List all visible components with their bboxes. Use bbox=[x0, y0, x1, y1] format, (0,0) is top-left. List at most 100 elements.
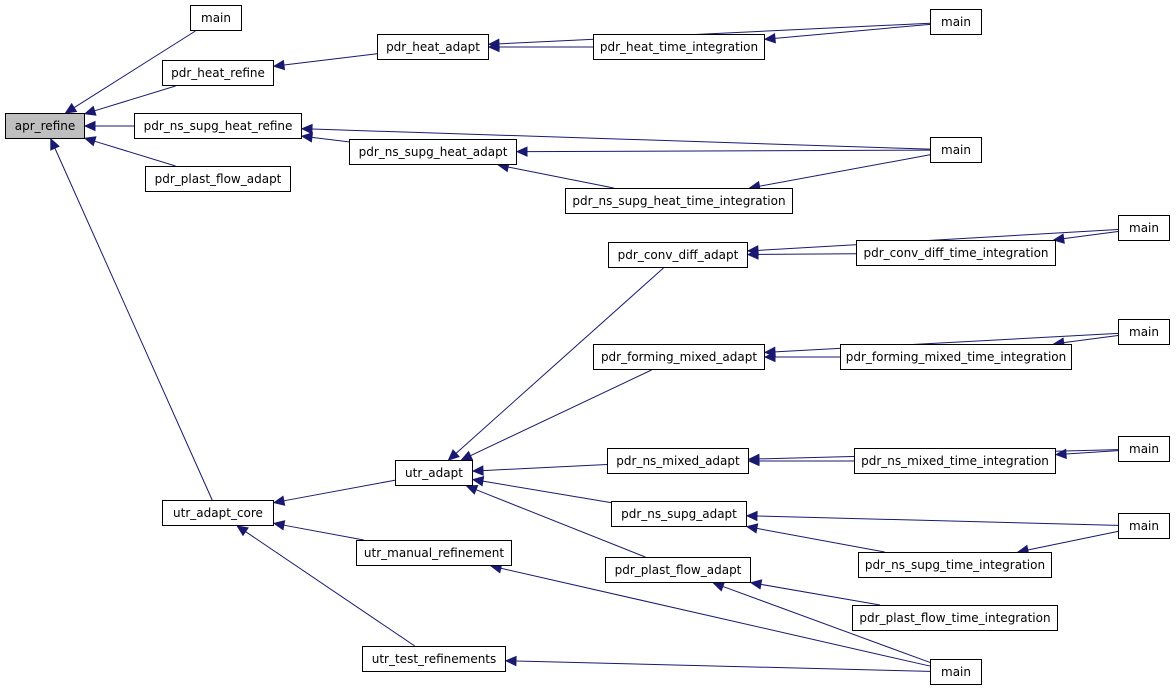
node-pdr-conv-diff-time-integration[interactable]: pdr_conv_diff_time_integration bbox=[856, 240, 1056, 266]
node-main-f[interactable]: main bbox=[1118, 436, 1170, 462]
node-main-e[interactable]: main bbox=[1118, 319, 1170, 345]
edge-pdr_ns_mixed_time_integration-to-pdr_ns_mixed_adapt bbox=[747, 455, 854, 467]
edge-pdr_heat_adapt-to-pdr_heat_refine bbox=[272, 53, 378, 71]
edge-arrowhead bbox=[460, 450, 474, 461]
edge-utr_test_refinements-to-utr_adapt_core bbox=[236, 525, 416, 647]
node-pdr-conv-diff-adapt[interactable]: pdr_conv_diff_adapt bbox=[608, 242, 748, 268]
edge-arrowhead bbox=[465, 484, 479, 495]
node-pdr-heat-adapt[interactable]: pdr_heat_adapt bbox=[377, 34, 489, 60]
edge-arrowhead bbox=[745, 523, 759, 534]
edge-pdr_forming_mixed_adapt-to-utr_adapt bbox=[460, 369, 652, 461]
edge-arrowhead bbox=[64, 102, 78, 114]
edge-line bbox=[482, 463, 608, 472]
edge-arrowhead bbox=[515, 146, 528, 157]
node-pdr-ns-mixed-adapt[interactable]: pdr_ns_mixed_adapt bbox=[607, 448, 749, 474]
node-utr-adapt-core[interactable]: utr_adapt_core bbox=[162, 500, 274, 526]
edge-utr_manual_refinement-to-utr_adapt_core bbox=[272, 520, 364, 541]
edge-line bbox=[515, 660, 931, 672]
node-utr-manual-refinement[interactable]: utr_manual_refinement bbox=[356, 540, 512, 566]
edge-main_a-to-apr_refine bbox=[64, 30, 196, 114]
edge-arrowhead bbox=[763, 33, 776, 44]
edge-line bbox=[475, 489, 646, 558]
edge-line bbox=[757, 253, 857, 255]
edge-pdr_heat_time_integration-to-pdr_heat_adapt bbox=[487, 41, 593, 53]
edge-main_c-to-pdr_ns_supg_heat_refine bbox=[300, 123, 931, 150]
node-apr-refine: apr_refine bbox=[5, 113, 85, 139]
node-main-c[interactable]: main bbox=[930, 137, 982, 163]
edge-line bbox=[722, 585, 931, 663]
edge-main_b-to-pdr_heat_time_integration bbox=[763, 23, 931, 44]
edge-arrowhead bbox=[447, 449, 460, 461]
edge-main_d-to-pdr_conv_diff_time_integration bbox=[1052, 230, 1119, 244]
edge-main_g-to-pdr_ns_supg_adapt bbox=[745, 510, 1119, 526]
node-pdr-plast-flow-time-integration[interactable]: pdr_plast_flow_time_integration bbox=[852, 605, 1058, 631]
edge-line bbox=[1027, 530, 1119, 551]
edge-arrowhead bbox=[746, 249, 759, 260]
node-main-d[interactable]: main bbox=[1118, 215, 1170, 241]
edge-arrowhead bbox=[236, 525, 249, 537]
edge-line bbox=[757, 229, 1119, 251]
node-pdr-forming-mixed-time-integration[interactable]: pdr_forming_mixed_time_integration bbox=[840, 344, 1072, 370]
node-pdr-ns-supg-time-integration[interactable]: pdr_ns_supg_time_integration bbox=[858, 552, 1052, 578]
edge-arrowhead bbox=[83, 120, 96, 132]
edge-main_c-to-pdr_ns_supg_heat_adapt bbox=[515, 146, 931, 157]
node-utr-adapt[interactable]: utr_adapt bbox=[395, 460, 473, 486]
node-pdr-ns-supg-heat-time-integration[interactable]: pdr_ns_supg_heat_time_integration bbox=[565, 188, 793, 214]
node-main-h[interactable]: main bbox=[930, 659, 982, 685]
edge-pdr_ns_supg_heat_adapt-to-pdr_ns_supg_heat_refine bbox=[300, 132, 350, 143]
edge-arrowhead bbox=[747, 455, 760, 467]
edge-arrowhead bbox=[83, 136, 97, 147]
node-pdr-ns-mixed-time-integration[interactable]: pdr_ns_mixed_time_integration bbox=[854, 448, 1056, 474]
edge-main_h-to-utr_test_refinements bbox=[504, 655, 931, 672]
edge-arrowhead bbox=[749, 579, 763, 590]
node-pdr-ns-supg-adapt[interactable]: pdr_ns_supg_adapt bbox=[611, 501, 747, 527]
edge-line bbox=[73, 30, 196, 109]
node-main-a[interactable]: main bbox=[190, 5, 242, 31]
edge-line bbox=[756, 515, 1119, 526]
edge-line bbox=[1063, 334, 1119, 344]
edge-line bbox=[245, 531, 416, 647]
edge-pdr_ns_supg_heat_refine-to-apr_refine bbox=[83, 120, 134, 132]
edge-line bbox=[311, 128, 931, 150]
edge-line bbox=[507, 166, 614, 189]
edge-arrowhead bbox=[300, 132, 314, 143]
edge-main_g-to-pdr_ns_supg_time_integration bbox=[1016, 530, 1119, 556]
edge-pdr_forming_mixed_time_integration-to-pdr_forming_mixed_adapt bbox=[763, 351, 840, 363]
edge-pdr_ns_supg_heat_time_integration-to-pdr_ns_supg_heat_adapt bbox=[497, 161, 614, 189]
edge-line bbox=[526, 149, 931, 153]
edge-pdr_conv_diff_time_integration-to-pdr_conv_diff_adapt bbox=[746, 249, 857, 260]
edge-line bbox=[1065, 450, 1119, 455]
edge-arrowhead bbox=[300, 123, 313, 135]
node-pdr-heat-refine[interactable]: pdr_heat_refine bbox=[162, 60, 274, 86]
edge-line bbox=[498, 22, 931, 45]
node-pdr-plast-flow-adapt-top[interactable]: pdr_plast_flow_adapt bbox=[145, 166, 291, 192]
edge-line bbox=[500, 567, 931, 667]
edge-pdr_plast_flow_adapt_top-to-apr_refine bbox=[83, 136, 176, 167]
node-pdr-plast-flow-adapt[interactable]: pdr_plast_flow_adapt bbox=[605, 557, 751, 583]
edge-line bbox=[94, 85, 176, 112]
edge-line bbox=[756, 527, 885, 553]
edge-arrowhead bbox=[272, 495, 286, 506]
edge-line bbox=[283, 53, 378, 66]
edge-main_f-to-pdr_ns_mixed_time_integration bbox=[1054, 448, 1119, 460]
node-main-g[interactable]: main bbox=[1118, 513, 1170, 539]
edge-line bbox=[283, 479, 396, 502]
edge-main_c-to-pdr_ns_supg_heat_time_integration bbox=[748, 154, 931, 192]
node-pdr-ns-supg-heat-refine[interactable]: pdr_ns_supg_heat_refine bbox=[134, 113, 302, 139]
edge-line bbox=[311, 136, 350, 143]
edge-line bbox=[774, 23, 931, 39]
edge-arrowhead bbox=[487, 41, 500, 53]
edge-line bbox=[760, 583, 881, 606]
edge-arrowhead bbox=[471, 465, 484, 476]
node-pdr-forming-mixed-adapt[interactable]: pdr_forming_mixed_adapt bbox=[593, 344, 765, 370]
edge-line bbox=[455, 267, 664, 454]
edge-pdr_ns_mixed_adapt-to-utr_adapt bbox=[471, 463, 608, 476]
edge-line bbox=[94, 140, 176, 167]
node-main-b[interactable]: main bbox=[930, 9, 982, 35]
edge-arrowhead bbox=[471, 476, 485, 487]
node-pdr-heat-time-integration[interactable]: pdr_heat_time_integration bbox=[593, 34, 765, 60]
edge-pdr_ns_supg_adapt-to-utr_adapt bbox=[471, 476, 612, 504]
node-pdr-ns-supg-heat-adapt[interactable]: pdr_ns_supg_heat_adapt bbox=[349, 139, 517, 165]
node-utr-test-refinements[interactable]: utr_test_refinements bbox=[362, 646, 506, 672]
